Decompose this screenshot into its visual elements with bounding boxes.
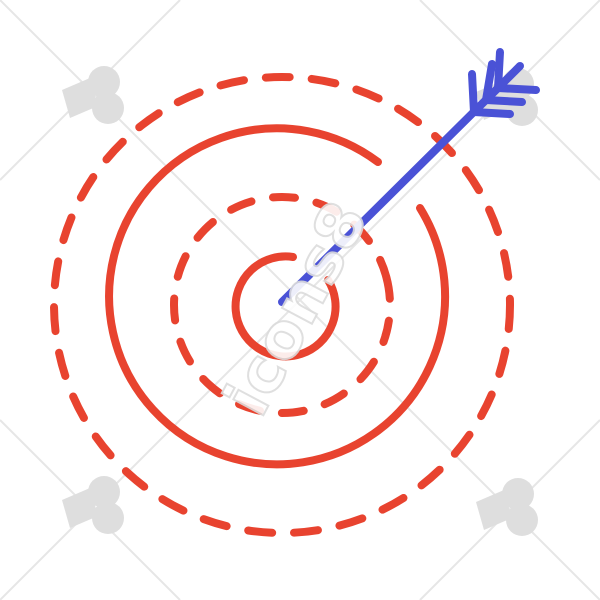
inner-dashed-ring xyxy=(170,193,394,417)
bullseye-ring xyxy=(231,252,340,361)
watermark-logo-bottom-right xyxy=(476,478,538,536)
watermark-logo-top-left xyxy=(62,66,124,124)
middle-solid-ring xyxy=(105,124,450,469)
target-icon xyxy=(50,73,514,537)
watermark-logo-bottom-left xyxy=(62,476,124,534)
outer-dashed-ring xyxy=(50,73,514,537)
arrow-icon xyxy=(278,48,540,306)
